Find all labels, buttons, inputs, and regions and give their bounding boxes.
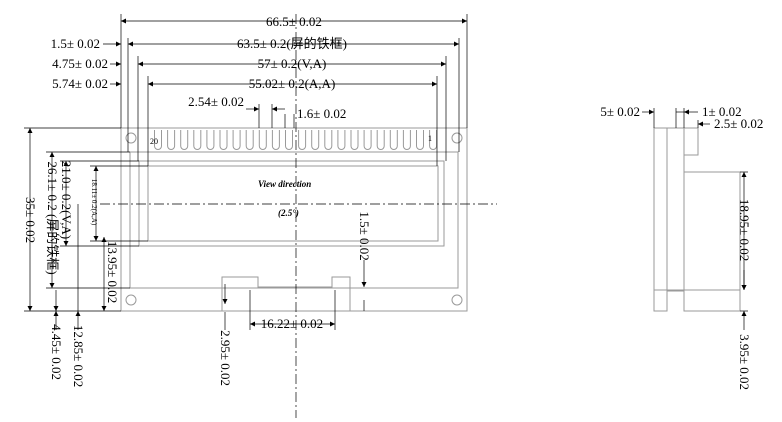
dim-viewing-area-width: 57± 0.2(V,A)	[258, 56, 327, 71]
pin-pad	[376, 130, 385, 150]
pin-pad	[429, 130, 438, 150]
dim-pin-pitch: 2.54± 0.02	[188, 94, 244, 109]
pin-pad	[363, 130, 372, 150]
pin-pad	[258, 130, 267, 150]
pin-pad	[337, 130, 346, 150]
dim-active-to-bottom: 13.95± 0.02	[105, 241, 120, 303]
pin-pad	[350, 130, 359, 150]
side-connector	[683, 171, 741, 291]
pin-pad	[180, 130, 189, 150]
dim-viewing-area-height: 21.0± 0.2(V,A)	[59, 161, 74, 239]
pin-pad	[167, 130, 176, 150]
mounting-hole-bottom-left	[125, 294, 137, 306]
dim-bezel-offset: 1.5± 0.02	[51, 36, 100, 51]
pin-header	[154, 130, 438, 150]
pcb-outline	[120, 127, 468, 312]
pin-pad	[206, 130, 215, 150]
side-lower-block	[683, 289, 741, 312]
dim-center-to-bottom: 12.85± 0.02	[71, 325, 86, 387]
pin-pad	[416, 130, 424, 150]
mounting-hole-top-right	[451, 132, 463, 144]
front-view: 20 1 View direction (2.5°) 66.5± 0.02 63…	[23, 14, 497, 418]
dim-side-pin-thickness: 2.5± 0.02	[714, 116, 763, 131]
pin-pad	[271, 130, 280, 150]
pin-pad	[324, 130, 333, 150]
mounting-hole-bottom-right	[451, 294, 463, 306]
side-view: 5± 0.02 1± 0.02 2.5± 0.02 18.95± 0.02 3.…	[600, 104, 763, 390]
pin-pad	[298, 130, 307, 150]
dim-bezel-width: 63.5± 0.2(屏的铁框)	[237, 36, 347, 51]
dim-viewing-offset: 4.75± 0.02	[52, 56, 108, 71]
dim-hole-to-bottom: 4.45± 0.02	[49, 324, 64, 380]
side-pin-block	[683, 127, 699, 156]
dim-active-area-height: 18.11± 0.2(A,A)	[90, 179, 98, 226]
viewing-angle-label: (2.5°)	[278, 208, 299, 218]
dim-active-area-width: 55.02± 0.2(A,A)	[249, 76, 336, 91]
mounting-hole-top-left	[125, 132, 137, 144]
dim-notch-width: 16.22± 0.02	[261, 316, 323, 331]
side-backlight-body	[653, 127, 668, 312]
dim-module-height: 35± 0.02	[23, 197, 38, 243]
pin-pad	[154, 130, 162, 150]
pin-pad	[389, 130, 398, 150]
pin-pad	[285, 130, 293, 150]
bottom-notch	[221, 276, 351, 311]
viewing-area	[138, 160, 445, 247]
dim-side-bezel-thickness: 1± 0.02	[702, 104, 742, 119]
pin-label-last: 1	[428, 134, 432, 143]
pin-pad	[402, 130, 411, 150]
dim-active-offset: 5.74± 0.02	[52, 76, 108, 91]
pin-pad	[245, 130, 254, 150]
dim-side-connector-height: 18.95± 0.02	[737, 199, 752, 261]
metal-bezel	[129, 151, 459, 289]
dim-bezel-height: 26.1± 0.2 (屏的铁框)	[45, 161, 60, 274]
dim-pin-width: 1.6± 0.02	[297, 106, 346, 121]
pin-pad	[219, 130, 228, 150]
dim-side-bottom-gap: 3.95± 0.02	[737, 334, 752, 390]
dim-notch-depth: 1.5± 0.02	[357, 211, 372, 260]
side-bezel-body	[666, 127, 685, 292]
pin-pad	[311, 130, 320, 150]
dim-notch-offset: 2.95± 0.02	[218, 330, 233, 386]
pin-pad	[193, 130, 202, 150]
active-area	[147, 165, 439, 242]
view-direction-label: View direction	[258, 179, 311, 189]
pin-label-first: 20	[150, 137, 158, 146]
pin-pad	[232, 130, 241, 150]
dim-module-width: 66.5± 0.02	[266, 14, 322, 29]
dim-side-thickness: 5± 0.02	[600, 104, 640, 119]
